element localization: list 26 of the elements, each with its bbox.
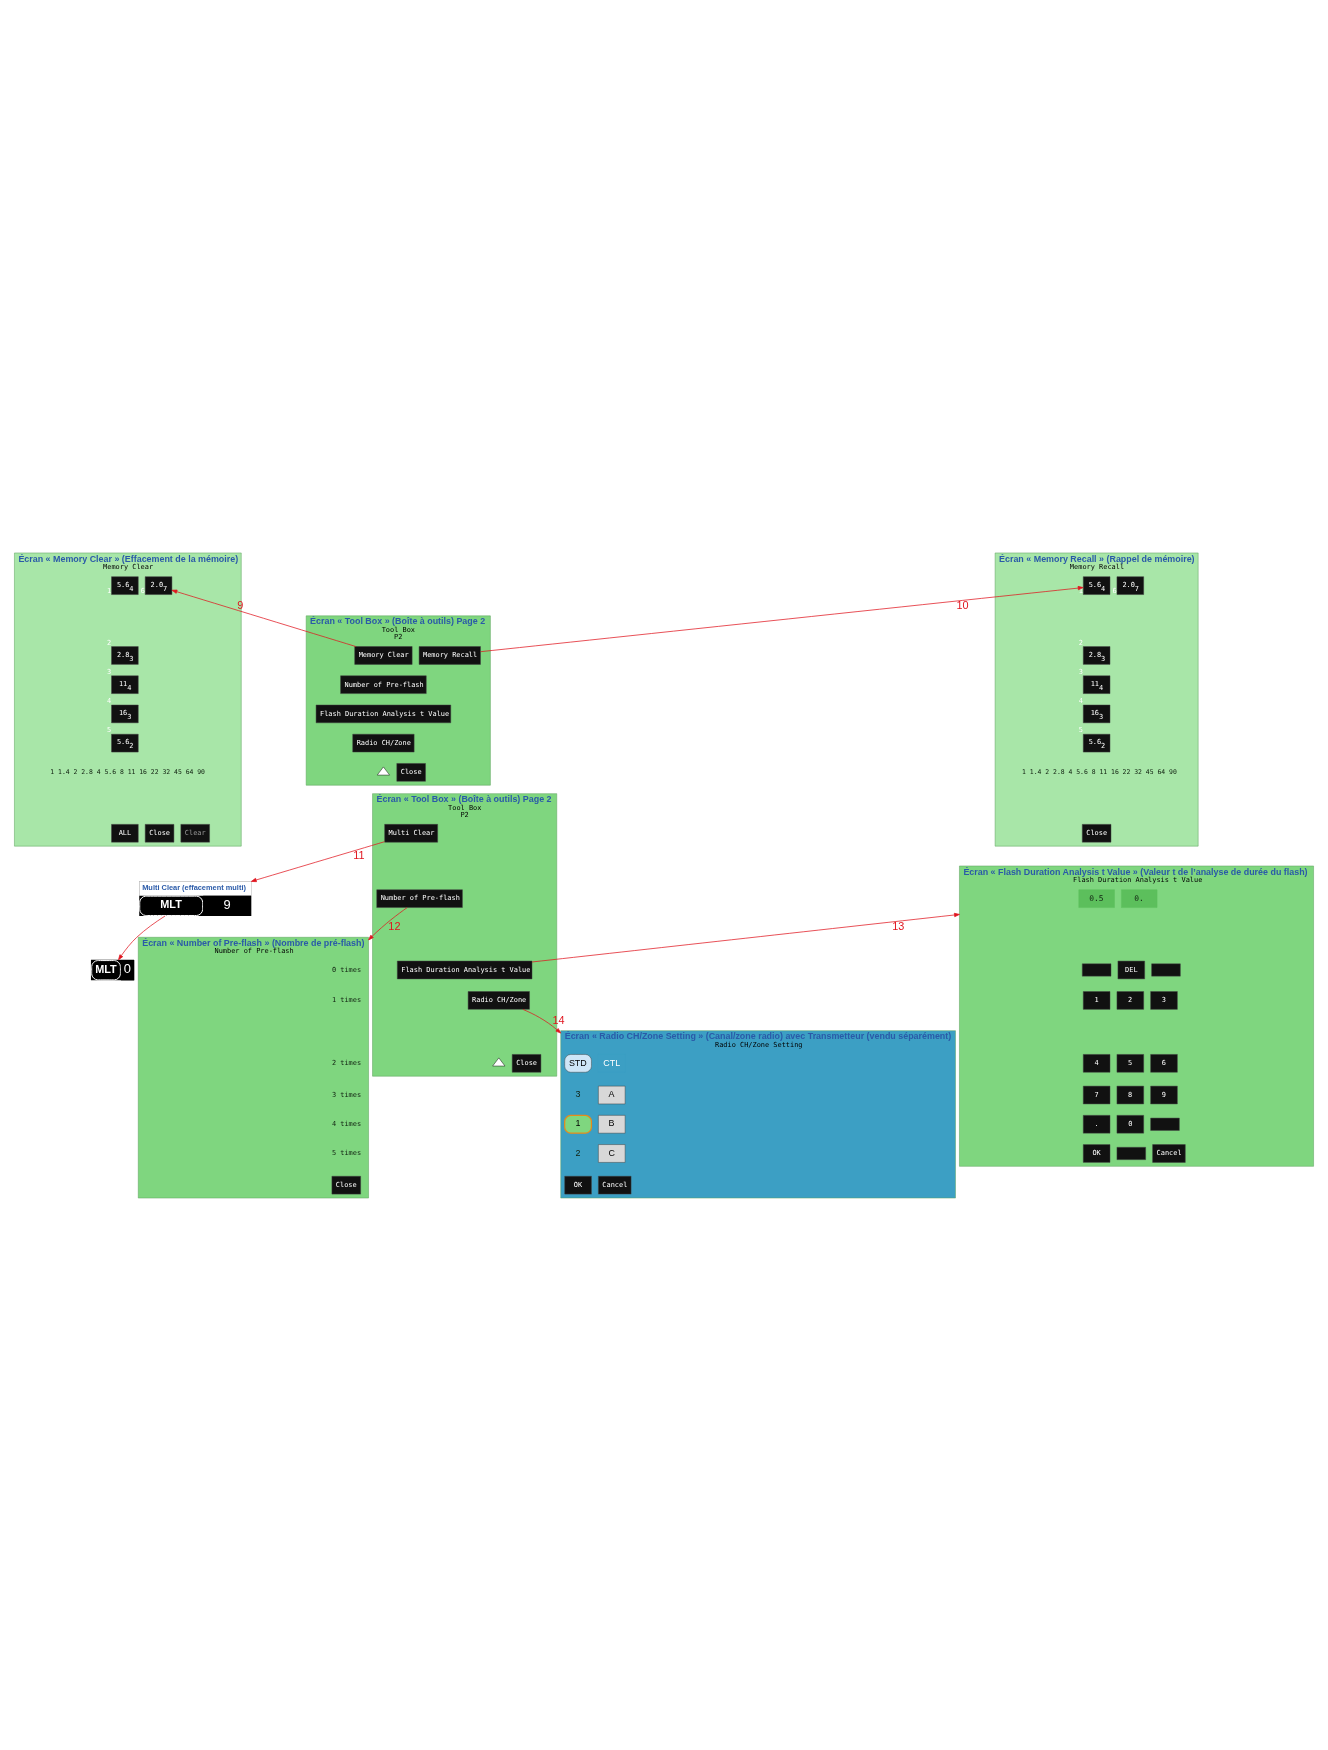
node-text: 2: [575, 1147, 581, 1158]
arrow: [531, 912, 960, 962]
node-box: C: [598, 1143, 626, 1163]
node-box: [1151, 963, 1181, 976]
edge-label: 13: [892, 919, 905, 932]
node-box: A: [598, 1085, 626, 1104]
node-text: 3: [575, 1088, 581, 1099]
node-box: STD: [564, 1053, 592, 1072]
node-box: [1150, 1117, 1180, 1131]
arrow: [480, 585, 1084, 652]
node-triangle: [492, 1057, 506, 1066]
node-text: CTL: [603, 1057, 621, 1068]
edge-label: 9: [237, 598, 244, 611]
arrow: [118, 915, 166, 960]
edge-label: 10: [956, 598, 969, 611]
arrow: [368, 906, 408, 940]
node-box: B: [598, 1114, 626, 1133]
arrow: [171, 589, 357, 647]
node-box: 1: [564, 1114, 593, 1134]
arrow: [250, 840, 385, 882]
edge-label: 12: [388, 919, 401, 932]
arrow: [522, 1008, 562, 1033]
edge-label: 11: [353, 848, 365, 861]
node-box: [1116, 1146, 1146, 1160]
node-box: [1082, 963, 1112, 976]
node-triangle: [377, 766, 390, 775]
